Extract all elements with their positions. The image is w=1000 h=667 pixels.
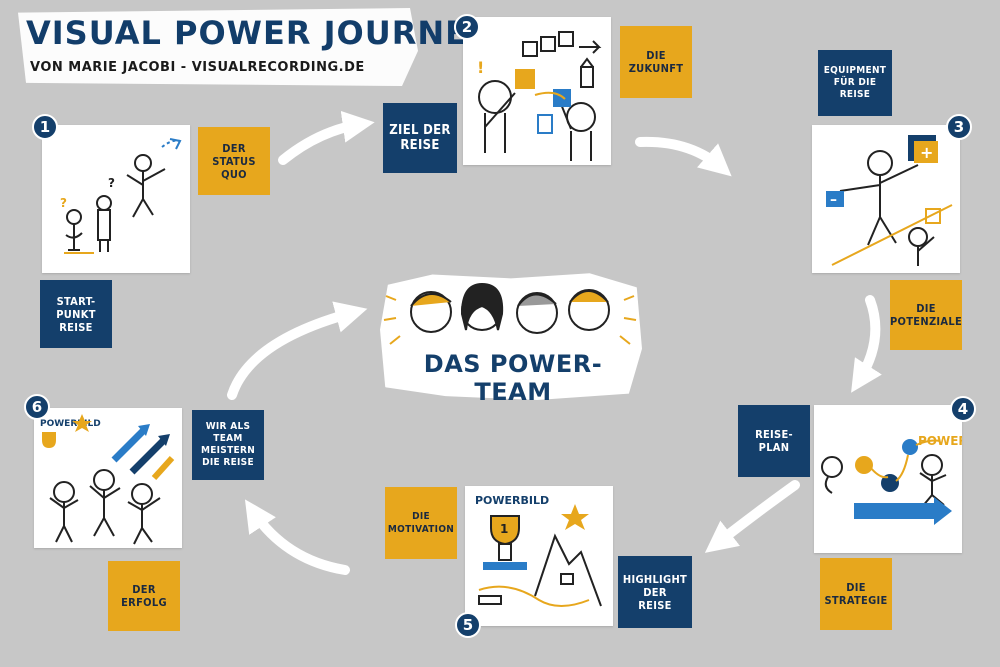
note-die-motivation: DIE MOTIVATION bbox=[385, 487, 457, 559]
equipment-potential-illustration: + – bbox=[826, 135, 953, 266]
powerbild-label-5: POWERBILD bbox=[475, 494, 549, 507]
note-highlight-der-reise: HIGHLIGHT DER REISE bbox=[618, 556, 692, 628]
station-5-number: 5 bbox=[455, 612, 481, 638]
arrow-2-to-3 bbox=[635, 136, 732, 177]
arrow-4-to-5 bbox=[704, 480, 800, 553]
title-banner bbox=[18, 8, 418, 86]
station-1-card: ? ? bbox=[42, 125, 190, 273]
team-title: DAS POWER-TEAM bbox=[423, 350, 603, 406]
station-3-card: + – bbox=[812, 125, 960, 273]
station-6-number: 6 bbox=[24, 394, 50, 420]
svg-text:!: ! bbox=[477, 58, 484, 77]
note-der-erfolg: DER ERFOLG bbox=[108, 561, 180, 631]
success-team-illustration: POWERBILD bbox=[40, 414, 175, 545]
svg-text:1: 1 bbox=[500, 522, 508, 536]
station-2-card: ! bbox=[463, 17, 611, 165]
note-die-potenziale: DIE POTENZIALE bbox=[890, 280, 962, 350]
arrow-1-to-2 bbox=[278, 110, 375, 165]
note-die-zukunft: DIE ZUKUNFT bbox=[620, 26, 692, 98]
note-startpunkt-reise: START- PUNKT REISE bbox=[40, 280, 112, 348]
arrow-5-to-6 bbox=[244, 499, 350, 575]
note-die-strategie: DIE STRATEGIE bbox=[820, 558, 892, 630]
note-wir-als-team: WIR ALS TEAM MEISTERN DIE REISE bbox=[192, 410, 264, 480]
svg-text:?: ? bbox=[108, 176, 115, 190]
svg-text:+: + bbox=[920, 143, 933, 162]
station-1-number: 1 bbox=[32, 114, 58, 140]
note-reiseplan: REISE- PLAN bbox=[738, 405, 810, 477]
station-6-card: POWERBILD bbox=[34, 408, 182, 548]
note-ziel-der-reise: ZIEL DER REISE bbox=[383, 103, 457, 173]
svg-text:?: ? bbox=[60, 196, 67, 210]
arrow-3-to-4 bbox=[851, 295, 882, 393]
power-label-4: POWER bbox=[918, 434, 962, 448]
station-4-card: POWER bbox=[814, 405, 968, 553]
note-der-status-quo: DER STATUS QUO bbox=[198, 127, 270, 195]
strategy-plan-illustration: POWER bbox=[821, 434, 968, 525]
station-3-number: 3 bbox=[946, 114, 972, 140]
powerbild-label-6: POWERBILD bbox=[40, 419, 101, 429]
arrow-6-to-team bbox=[227, 301, 368, 400]
note-equipment: EQUIPMENT FÜR DIE REISE bbox=[818, 50, 892, 116]
future-planning-illustration: ! bbox=[477, 31, 602, 161]
station-5-card: POWERBILD 1 bbox=[465, 486, 613, 626]
page-title: VISUAL POWER JOURNEY bbox=[26, 14, 493, 52]
svg-text:–: – bbox=[830, 192, 837, 208]
climbing-people-illustration: ? ? bbox=[60, 138, 182, 254]
station-4-number: 4 bbox=[950, 396, 976, 422]
station-2-number: 2 bbox=[454, 14, 480, 40]
page-subtitle: VON MARIE JACOBI - VISUALRECORDING.DE bbox=[30, 60, 365, 75]
highlight-trophy-illustration: POWERBILD 1 bbox=[475, 494, 602, 607]
